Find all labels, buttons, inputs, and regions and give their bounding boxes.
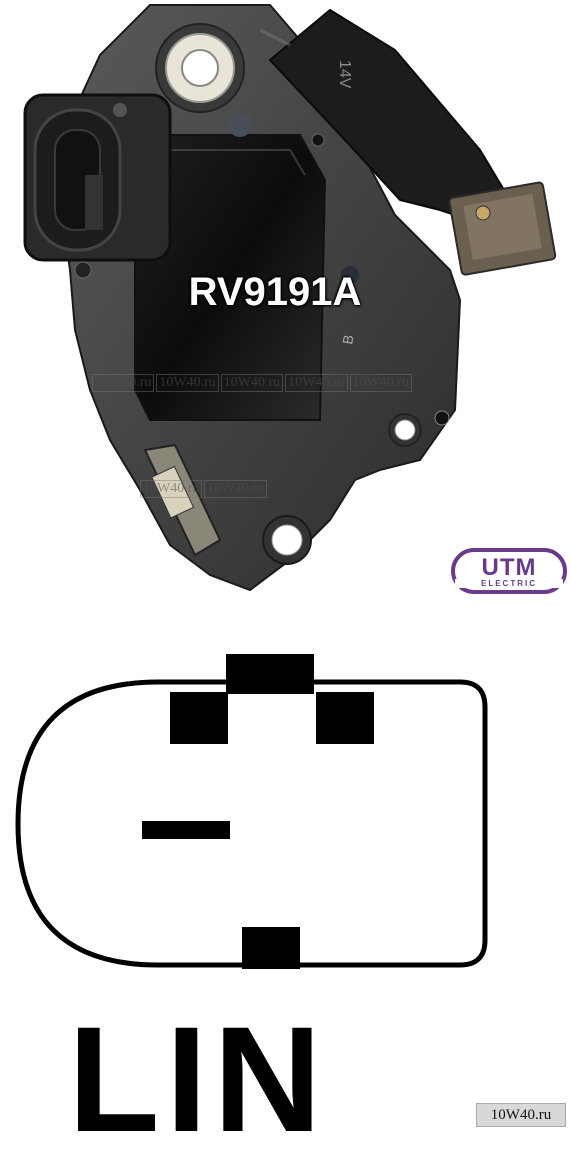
corner-watermark-text: 10W40.ru	[490, 1107, 552, 1123]
pin-top-right	[316, 692, 374, 744]
pin-bottom	[242, 927, 300, 969]
lin-label: LIN	[68, 995, 328, 1163]
pin-top-key	[226, 654, 314, 694]
regulator-photo: 14V B	[23, 4, 557, 592]
watermark-text: 10W40.ru	[349, 374, 412, 392]
mark-letter: B	[339, 334, 356, 346]
connector-outline	[15, 679, 488, 968]
brand-sub: ELECTRIC	[455, 579, 563, 588]
brand-logo: UTM ELECTRIC	[451, 548, 567, 594]
brand-name: UTM	[481, 554, 537, 581]
watermark-text: 10W40.ru	[220, 374, 284, 392]
pin-center-dash	[142, 821, 230, 839]
watermark-text: 10W40.ru	[285, 374, 348, 392]
stamp-text: 14V	[336, 60, 353, 89]
watermark-text: 10W40.ru	[156, 374, 219, 392]
watermark-text: 10W40.ru	[92, 374, 155, 392]
pin-top-left	[170, 692, 228, 744]
watermark-text: 10W40.ru	[204, 480, 267, 498]
corner-watermark: 10W40.ru	[476, 1103, 566, 1127]
connector-diagram	[15, 654, 488, 969]
watermark-text: 10W40.ru	[140, 480, 203, 498]
part-number: RV9191A	[188, 270, 362, 314]
